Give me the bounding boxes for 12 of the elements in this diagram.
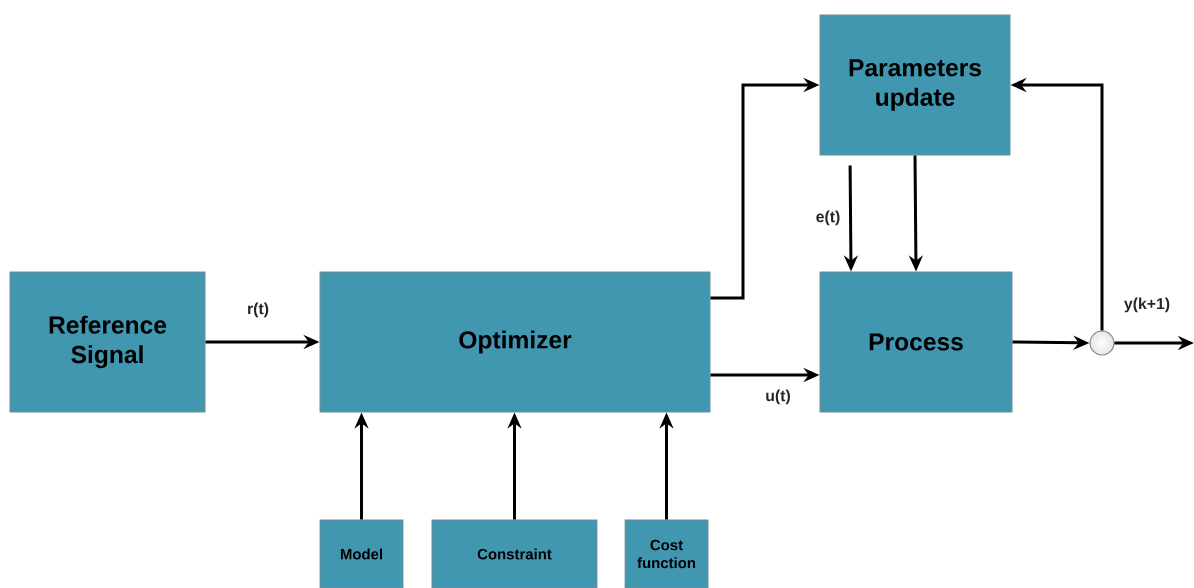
block-box: Cost function <box>624 519 709 588</box>
edge-label: e(t) <box>816 210 840 226</box>
block-box: Parameters update <box>819 14 1011 156</box>
edge-label: r(t) <box>248 302 269 318</box>
summing-junction <box>1089 330 1115 356</box>
block-box: Constraint <box>431 519 598 588</box>
edge-label: u(t) <box>766 389 790 405</box>
block-box: Optimizer <box>319 271 711 413</box>
block-box: Reference Signal <box>9 271 206 413</box>
block-box: Model <box>319 519 404 588</box>
block-box: Process <box>819 271 1013 413</box>
edge-label: y(k+1) <box>1124 297 1170 313</box>
